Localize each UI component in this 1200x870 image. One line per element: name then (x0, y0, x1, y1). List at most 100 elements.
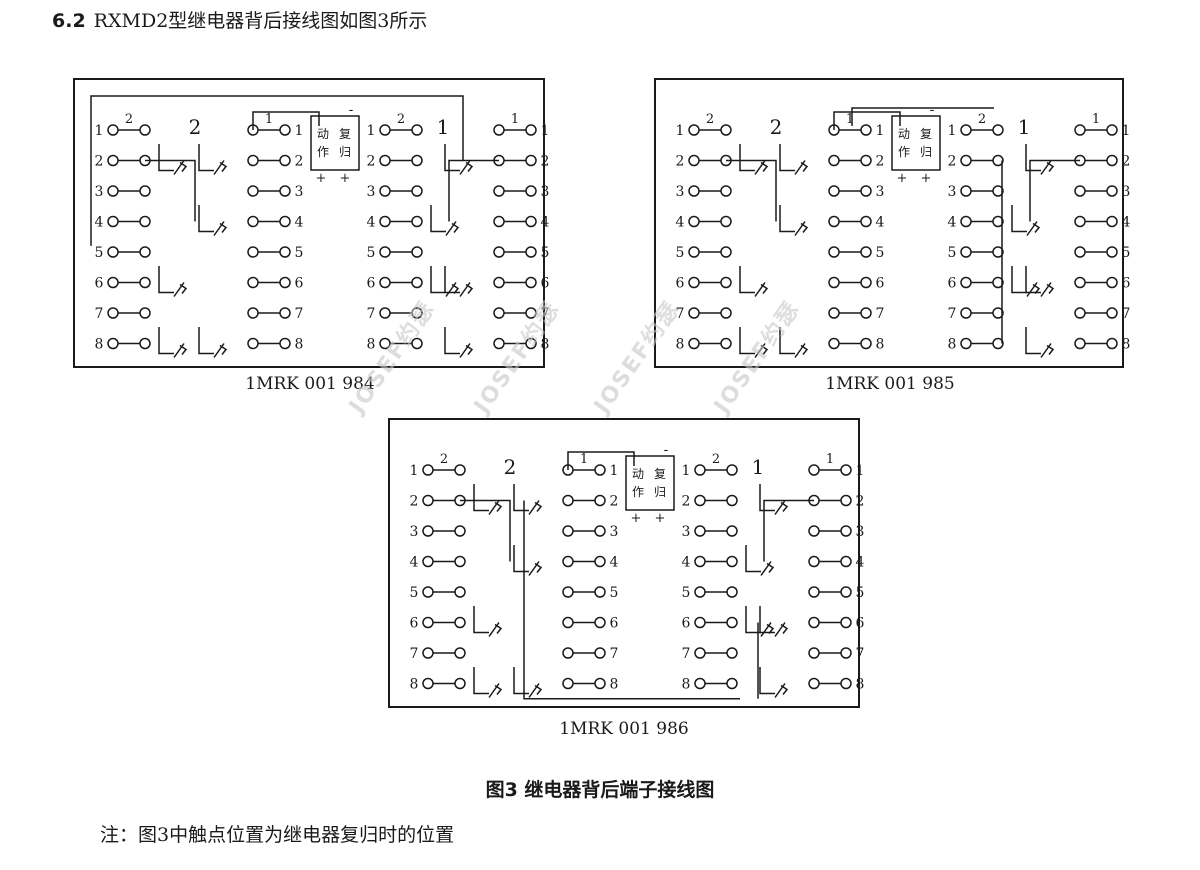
terminal-circle (720, 307, 732, 319)
terminal-circle (525, 215, 537, 228)
terminal-number: 8 (948, 337, 957, 353)
terminal-circle (493, 124, 505, 136)
wire (759, 484, 775, 512)
terminal-circle (808, 616, 820, 629)
terminal-number: 7 (682, 646, 691, 662)
terminal-number: 5 (1122, 245, 1131, 261)
section-number: 6.2 (52, 10, 86, 32)
terminal-circle (594, 494, 606, 507)
terminal-number: 8 (876, 337, 885, 353)
terminal-circle (247, 276, 259, 289)
terminal-number: 5 (295, 245, 304, 261)
terminal-number: 6 (410, 616, 419, 632)
terminal-circle (808, 677, 820, 690)
terminal-number: 1 (295, 123, 304, 139)
relay-contact (754, 160, 769, 175)
relay-contact (794, 221, 809, 236)
relay-plus: + (655, 511, 666, 526)
terminal-number: 5 (610, 585, 619, 601)
terminal-circle (1106, 276, 1118, 289)
terminal-circle (840, 555, 852, 568)
terminal-number: 8 (367, 337, 376, 353)
terminal-circle (379, 246, 391, 258)
relay-plus: + (316, 171, 327, 186)
terminal-circle (525, 154, 537, 167)
terminal-number: 4 (948, 215, 957, 231)
terminal-circle (279, 185, 291, 197)
terminal-circle (860, 215, 872, 228)
relay-contact (1040, 343, 1055, 358)
terminal-circle (247, 154, 259, 167)
terminal-circle (992, 154, 1004, 167)
terminal-number: 4 (676, 215, 685, 231)
wire (513, 667, 529, 695)
terminal-circle (279, 246, 291, 258)
terminal-circle (726, 616, 738, 629)
terminal-circle (694, 677, 706, 690)
terminal-circle (139, 307, 151, 319)
terminal-number: 4 (1122, 215, 1131, 231)
terminal-number: 1 (367, 123, 376, 139)
terminal-number: 3 (295, 184, 304, 200)
terminal-circle (279, 124, 291, 136)
terminal-circle (379, 307, 391, 319)
terminal-circle (960, 246, 972, 258)
terminal-circle (992, 185, 1004, 197)
group-label-left: 2 (189, 115, 202, 139)
wire (198, 144, 214, 172)
terminal-circle (493, 185, 505, 197)
relay-plus: + (897, 171, 908, 186)
terminal-circle (828, 307, 840, 319)
terminal-number: 7 (948, 306, 957, 322)
terminal-circle (828, 215, 840, 228)
terminal-circle (726, 586, 738, 598)
terminal-circle (1074, 307, 1086, 319)
wire (473, 667, 489, 695)
terminal-circle (828, 276, 840, 289)
terminal-circle (1074, 215, 1086, 228)
terminal-circle (694, 586, 706, 598)
relay-plus: + (631, 511, 642, 526)
terminal-circle (454, 616, 466, 629)
terminal-circle (694, 555, 706, 568)
terminal-circle (840, 494, 852, 507)
wire (90, 95, 464, 246)
terminal-circle (694, 464, 706, 476)
terminal-circle (1074, 185, 1086, 197)
terminal-circle (422, 555, 434, 568)
terminal-number: 5 (682, 585, 691, 601)
wire (779, 327, 795, 355)
terminal-number: 7 (610, 646, 619, 662)
section-title: RXMD2型继电器背后接线图如图3所示 (93, 10, 428, 32)
wire-label: 1 (511, 112, 519, 127)
terminal-number: 6 (948, 276, 957, 292)
terminal-circle (960, 124, 972, 136)
wire (779, 144, 795, 172)
terminal-circle (720, 246, 732, 258)
panel-border (654, 78, 1124, 368)
terminal-number: 3 (541, 184, 550, 200)
relay-contact (754, 343, 769, 358)
wire-label: 1 (826, 452, 834, 467)
relay-contact (213, 160, 228, 175)
terminal-circle (562, 525, 574, 537)
relay-reset-2: 归 (339, 145, 351, 159)
terminal-circle (411, 337, 423, 350)
terminal-circle (422, 494, 434, 507)
relay-contact (774, 500, 789, 515)
terminal-number: 2 (410, 494, 419, 510)
terminal-number: 6 (295, 276, 304, 292)
terminal-number: 5 (948, 245, 957, 261)
terminal-number: 8 (410, 677, 419, 693)
terminal-circle (860, 276, 872, 289)
relay-coil (891, 115, 941, 171)
terminal-circle (694, 647, 706, 659)
terminal-circle (139, 124, 151, 136)
part-number-984: 1MRK 001 984 (245, 374, 375, 394)
terminal-circle (828, 185, 840, 197)
terminal-circle (454, 647, 466, 659)
wire-label: 1 (265, 112, 273, 127)
terminal-circle (107, 154, 119, 167)
wire-label: 2 (706, 112, 714, 127)
terminal-circle (1106, 246, 1118, 258)
